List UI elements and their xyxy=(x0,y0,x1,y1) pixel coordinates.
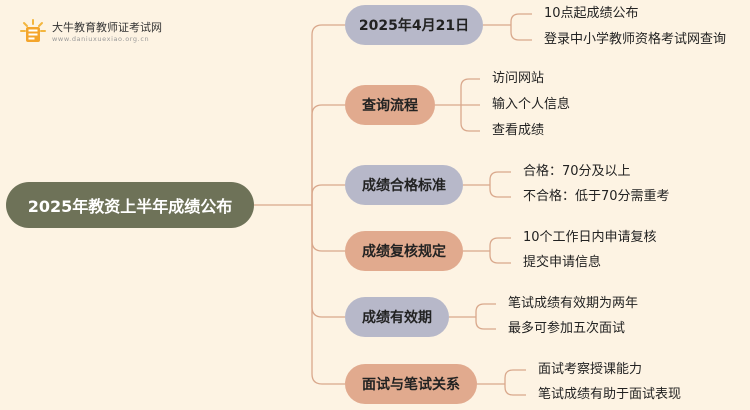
site-logo[interactable]: 大牛教育教师证考试网 www.daniuxuexiao.org.cn xyxy=(20,16,220,50)
root-node: 2025年教资上半年成绩公布 xyxy=(6,182,254,228)
leaf-item: 查看成绩 xyxy=(492,123,545,138)
leaf-connector xyxy=(489,171,511,185)
branch-pass-standard: 成绩合格标准 xyxy=(345,165,463,205)
leaf-item: 面试考察授课能力 xyxy=(538,362,643,377)
leaf-connector xyxy=(510,25,532,41)
leaf-item: 笔试成绩有效期为两年 xyxy=(508,296,639,311)
leaf-connector xyxy=(475,317,496,330)
branch-connector xyxy=(311,205,345,252)
leaf-item: 访问网站 xyxy=(492,71,545,86)
logo-title: 大牛教育教师证考试网 xyxy=(52,21,162,34)
leaf-connector xyxy=(489,237,511,251)
branch-interview-written: 面试与笔试关系 xyxy=(345,364,477,404)
leaf-item: 登录中小学教师资格考试网查询 xyxy=(544,32,727,47)
branch-date: 2025年4月21日 xyxy=(345,5,483,45)
branch-connector xyxy=(311,205,345,318)
branch-connector xyxy=(311,104,345,205)
book-badge-icon xyxy=(20,19,46,42)
branch-connector xyxy=(311,184,345,205)
leaf-connector xyxy=(475,303,496,317)
leaf-connector xyxy=(504,384,526,396)
leaf-connector xyxy=(489,251,511,264)
branch-connector xyxy=(311,205,345,385)
leaf-connector xyxy=(504,369,526,384)
branch-review-rules: 成绩复核规定 xyxy=(345,231,463,271)
branch-query-process: 查询流程 xyxy=(345,85,435,125)
leaf-connector xyxy=(460,78,480,105)
leaf-item: 10个工作日内申请复核 xyxy=(523,230,657,245)
leaf-item: 不合格：低于70分需重考 xyxy=(523,189,670,204)
leaf-item: 10点起成绩公布 xyxy=(544,6,639,21)
branch-validity: 成绩有效期 xyxy=(345,297,449,337)
leaf-connector xyxy=(489,185,511,198)
leaf-item: 合格：70分及以上 xyxy=(523,164,631,179)
leaf-item: 最多可参加五次面试 xyxy=(508,321,626,336)
leaf-item: 笔试成绩有助于面试表现 xyxy=(538,387,682,402)
branch-connector xyxy=(311,24,345,205)
leaf-connector xyxy=(510,13,532,25)
logo-url: www.daniuxuexiao.org.cn xyxy=(52,35,150,43)
leaf-item: 提交申请信息 xyxy=(523,255,602,270)
leaf-item: 输入个人信息 xyxy=(492,97,571,112)
leaf-connector xyxy=(460,105,480,132)
